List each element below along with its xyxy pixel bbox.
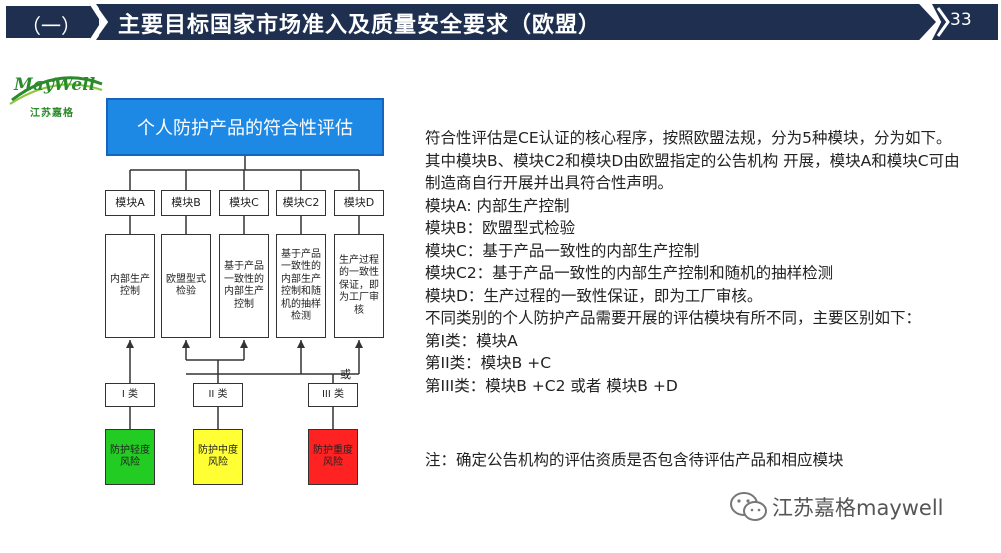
- risk-low-box: 防护轻度风险: [105, 429, 155, 485]
- logo-brand: MayWell: [13, 75, 96, 95]
- header-bar: （一） 主要目标国家市场准入及质量安全要求（欧盟） 33: [0, 0, 1001, 44]
- text-line: 模块C2：基于产品一致性的内部生产控制和随机的抽样检测: [425, 264, 834, 282]
- wechat-icon: [730, 492, 767, 521]
- module-d-description: 生产过程的一致性保证，即为工厂审核: [334, 234, 384, 338]
- text-line: 模块B：欧盟型式检验: [425, 219, 576, 237]
- page-number-box: 33: [932, 4, 998, 40]
- module-a-box: 模块A: [105, 190, 155, 216]
- module-b-box: 模块B: [161, 190, 211, 216]
- class-i-box: I 类: [105, 383, 155, 407]
- module-c-description: 基于产品一致性的内部生产控制: [219, 234, 269, 338]
- class-iii-box: III 类: [308, 383, 358, 407]
- page-number: 33: [950, 10, 972, 30]
- section-label: （一）: [21, 14, 81, 38]
- chevron-right-icon: [936, 7, 950, 37]
- text-line: 模块C：基于产品一致性的内部生产控制: [425, 241, 700, 260]
- note-text: 注：确定公告机构的评估资质是否包含待评估产品和相应模块: [425, 451, 844, 469]
- intro-paragraph: 符合性评估是CE认证的核心程序，按照欧盟法规，分为5种模块，分为如下。其中模块B…: [425, 129, 960, 192]
- maywell-logo: MayWell: [6, 60, 106, 120]
- module-c2-description: 基于产品一致性的内部生产控制和随机的抽样检测: [276, 234, 326, 338]
- page-title: 主要目标国家市场准入及质量安全要求（欧盟）: [118, 13, 602, 38]
- diagram-title: 个人防护产品的符合性评估: [106, 98, 384, 156]
- text-line: 第III类：模块B +C2 或者 模块B +D: [425, 376, 678, 395]
- text-line: 第II类：模块B +C: [425, 354, 552, 372]
- module-d-box: 模块D: [334, 190, 384, 216]
- class-ii-box: II 类: [193, 383, 243, 407]
- text-line: 模块D：生产过程的一致性保证，即为工厂审核。: [425, 286, 763, 305]
- title-box: 主要目标国家市场准入及质量安全要求（欧盟）: [96, 4, 936, 40]
- watermark-text: 江苏嘉格maywell: [772, 496, 944, 520]
- chevron-right-icon: [98, 7, 112, 37]
- text-line: 模块A: 内部生产控制: [425, 196, 570, 215]
- module-c2-box: 模块C2: [276, 190, 326, 216]
- risk-medium-box: 防护中度风险: [193, 429, 243, 485]
- module-b-description: 欧盟型式检验: [161, 234, 211, 338]
- watermark: 江苏嘉格maywell: [728, 490, 988, 524]
- explanation-text: 符合性评估是CE认证的核心程序，按照欧盟法规，分为5种模块，分为如下。其中模块B…: [425, 127, 965, 397]
- module-c-box: 模块C: [219, 190, 269, 216]
- logo-subtitle: 江苏嘉格: [30, 108, 74, 119]
- text-line: 不同类别的个人防护产品需要开展的评估模块有所不同，主要区别如下：: [425, 309, 922, 327]
- module-a-description: 内部生产控制: [105, 234, 155, 338]
- section-label-box: （一）: [4, 4, 101, 40]
- text-line: 第I类：模块A: [425, 331, 518, 350]
- or-label: 或: [340, 368, 351, 381]
- risk-high-box: 防护重度风险: [308, 429, 358, 485]
